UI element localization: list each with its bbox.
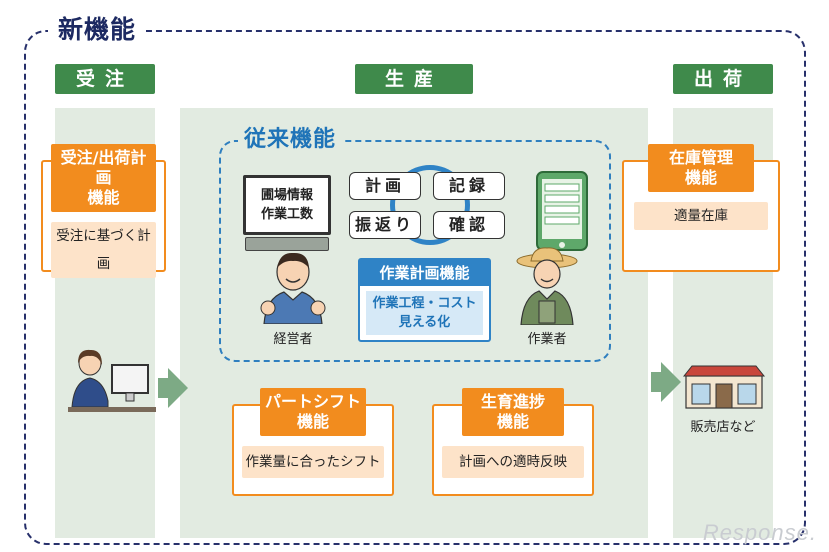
monitor-icon: 圃場情報 作業工数 — [243, 175, 331, 235]
left-arrow-stem — [158, 378, 168, 398]
order-plan-title: 受注/出荷計画 機能 — [51, 144, 156, 212]
worker-person-icon — [516, 247, 578, 325]
growth-progress-title: 生育進捗 機能 — [462, 388, 564, 436]
order-plan-box: 受注/出荷計画 機能 受注に基づく計画 — [41, 144, 166, 278]
watermark-logo: Response. — [702, 520, 817, 545]
legacy-features-title: 従来機能 — [238, 121, 343, 153]
order-header: 受注 — [55, 64, 155, 94]
growth-progress-body: 計画への適時反映 — [442, 446, 584, 478]
production-header: 生産 — [355, 64, 473, 94]
cycle-ring-icon — [390, 165, 470, 245]
part-shift-title: パートシフト 機能 — [260, 388, 366, 436]
legacy-features-frame — [219, 140, 611, 362]
new-features-title: 新機能 — [48, 10, 147, 46]
monitor-line-2: 作業工数 — [260, 207, 313, 222]
work-plan-box: 作業計画機能 作業工程・コスト 見える化 — [358, 258, 491, 342]
worker-label: 作業者 — [527, 332, 567, 347]
store-icon — [682, 365, 766, 409]
work-plan-body-line-2: 見える化 — [398, 315, 451, 330]
part-shift-body: 作業量に合ったシフト — [242, 446, 384, 478]
part-shift-box: パートシフト 機能 作業量に合ったシフト — [232, 388, 394, 496]
cycle-record: 記録 — [433, 172, 505, 200]
work-plan-title: 作業計画機能 — [360, 260, 489, 286]
cycle-review: 振返り — [349, 211, 421, 239]
office-worker-icon — [68, 349, 156, 412]
inventory-body: 適量在庫 — [634, 202, 768, 230]
order-plan-body: 受注に基づく計画 — [51, 222, 156, 278]
manager-person-icon — [260, 252, 326, 324]
cycle-plan: 計画 — [349, 172, 421, 200]
shipping-header: 出荷 — [673, 64, 773, 94]
smartphone-icon — [536, 171, 588, 251]
store-label: 販売店など — [690, 420, 756, 435]
inventory-box: 在庫管理 機能 適量在庫 — [622, 144, 780, 272]
right-arrow-stem — [651, 372, 661, 392]
work-plan-body: 作業工程・コスト 見える化 — [366, 291, 483, 335]
new-features-frame — [24, 30, 806, 545]
growth-progress-box: 生育進捗 機能 計画への適時反映 — [432, 388, 594, 496]
keyboard-icon — [245, 237, 329, 251]
manager-label: 経営者 — [273, 332, 313, 347]
monitor-line-1: 圃場情報 — [260, 188, 313, 203]
inventory-title: 在庫管理 機能 — [648, 144, 754, 192]
arrow-right-icon — [661, 362, 681, 402]
arrow-right-icon — [168, 368, 188, 408]
cycle-confirm: 確認 — [433, 211, 505, 239]
work-plan-body-line-1: 作業工程・コスト — [372, 296, 477, 311]
